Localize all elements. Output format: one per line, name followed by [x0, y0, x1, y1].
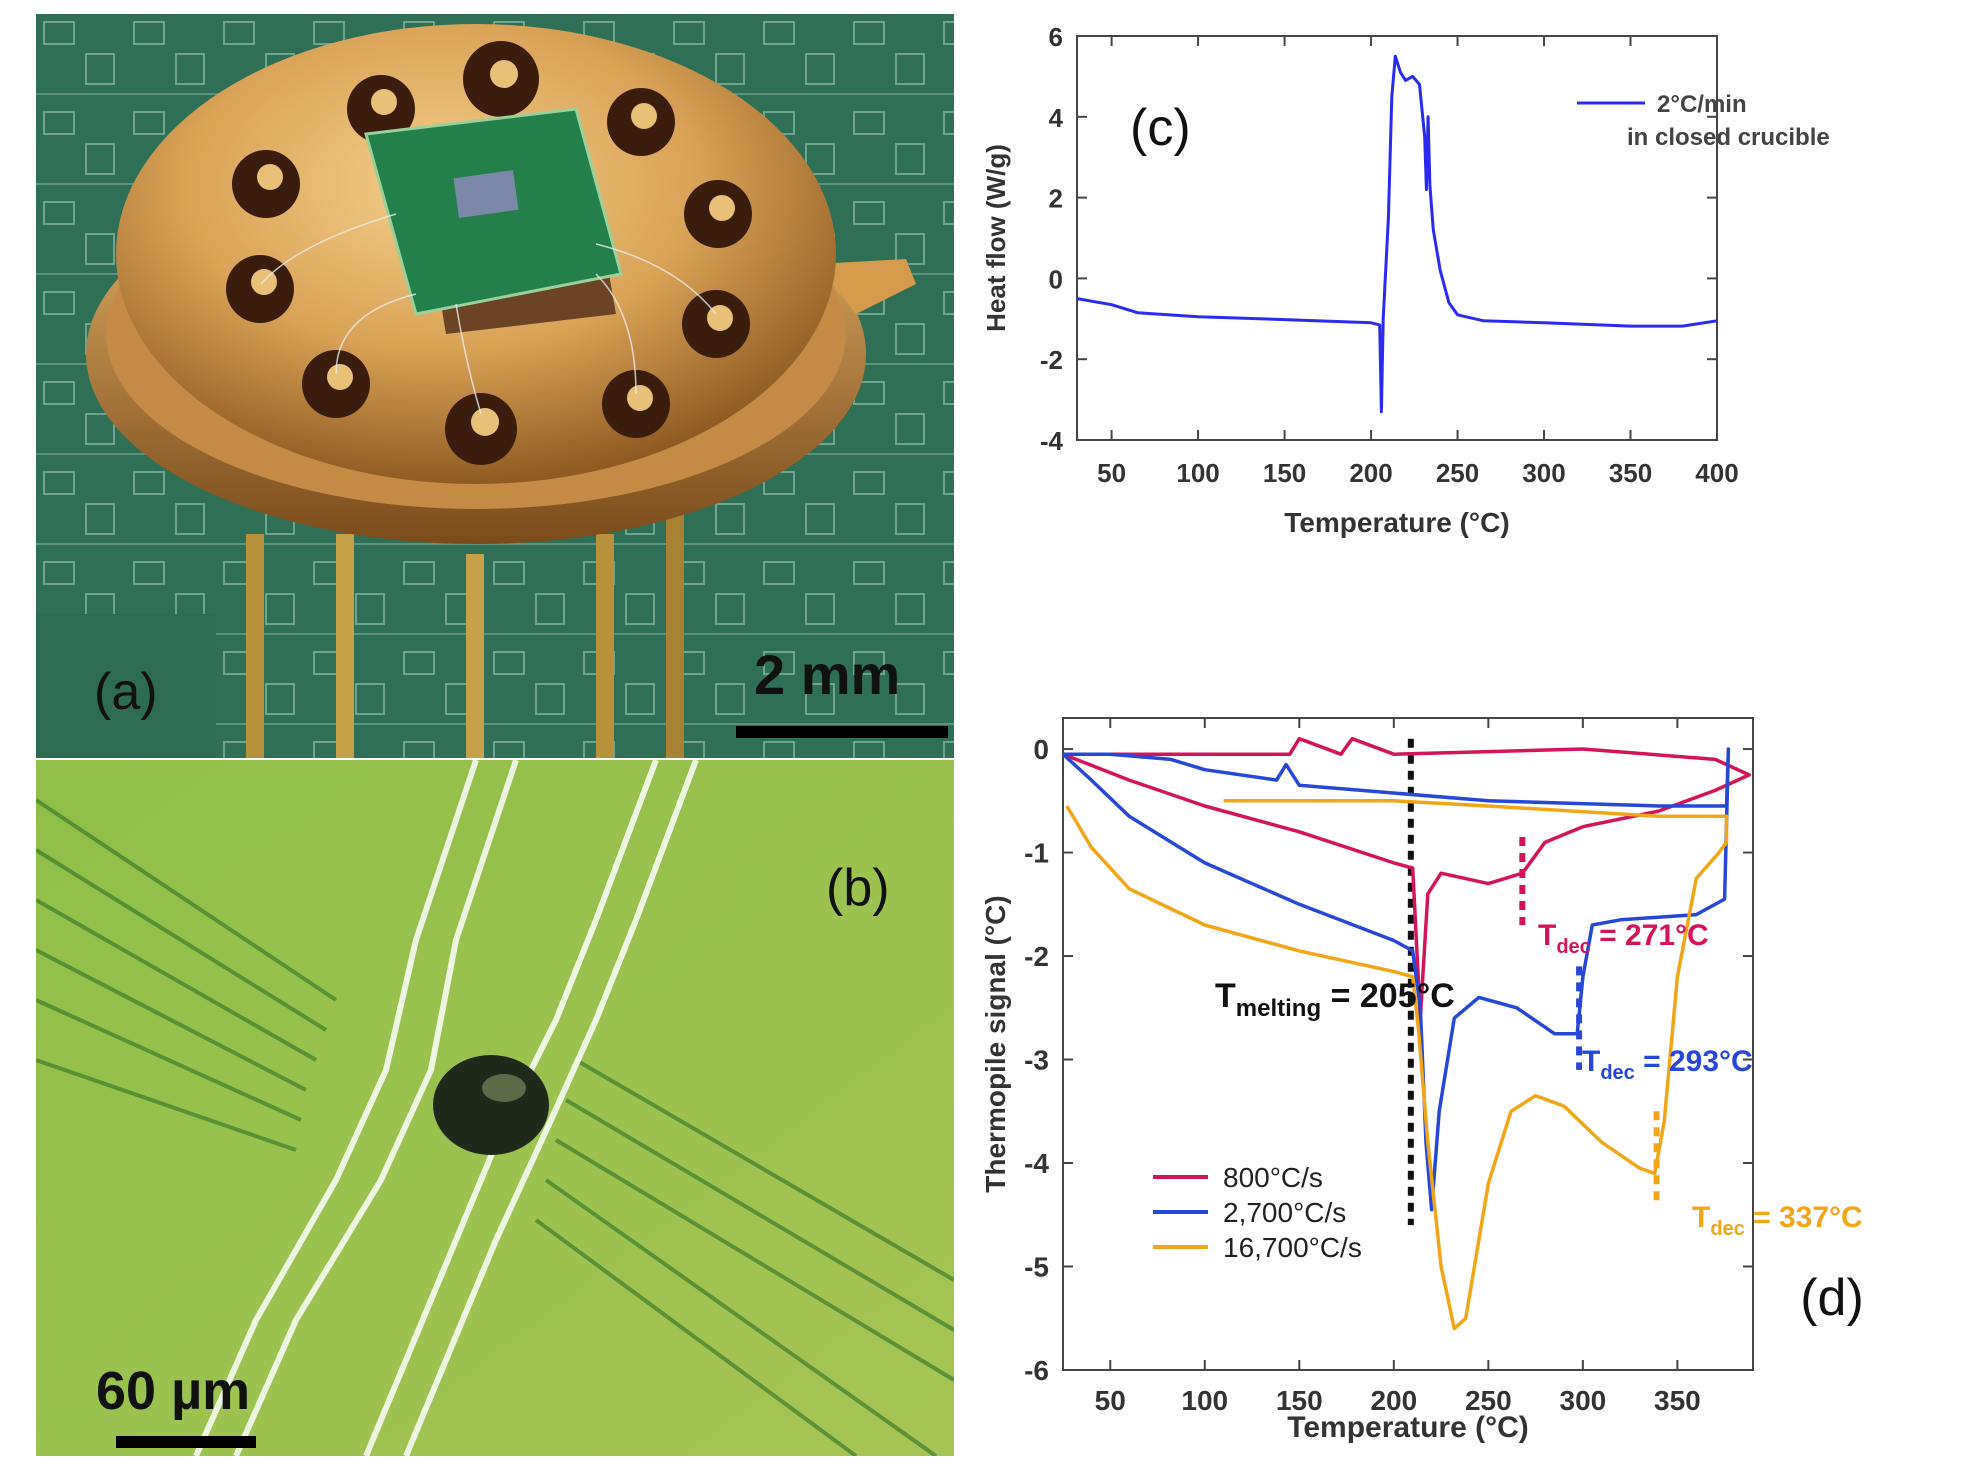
series-line-2 — [1065, 799, 1729, 1331]
y-tick-label: 4 — [1049, 103, 1064, 133]
panel-a-label: (a) — [94, 663, 158, 721]
legend-label-16700: 16,700°C/s — [1223, 1232, 1362, 1263]
chart-d: 50 100 150 200 250 300 350 0 -1 -2 -3 -4 -5 -6 Tmelti… — [960, 700, 1984, 1465]
legend-label-800: 800°C/s — [1223, 1162, 1323, 1193]
y-tick-label: 2 — [1049, 184, 1063, 214]
chart-c-xlabel: Temperature (°C) — [1284, 507, 1509, 538]
x-tick-label: 300 — [1522, 458, 1565, 488]
chart-c-series — [1076, 54, 1718, 414]
x-tick-label: 200 — [1370, 1385, 1417, 1416]
annotation-t-dec-337: Tdec = 337°C — [1692, 1201, 1863, 1240]
x-tick-label: 150 — [1263, 458, 1306, 488]
x-tick-label: 50 — [1095, 1385, 1126, 1416]
chart-d-panel-label: (d) — [1800, 1269, 1864, 1327]
y-tick-label: -3 — [1024, 1045, 1049, 1076]
scalebar-b — [116, 1436, 256, 1448]
chart-d-plot-frame — [1062, 717, 1754, 1371]
sensor-package-photo — [36, 14, 954, 758]
chart-d-ylabel: Thermopile signal (°C) — [980, 895, 1011, 1192]
annotation-t-dec-271: Tdec = 271°C — [1538, 919, 1709, 958]
x-tick-label: 250 — [1465, 1385, 1512, 1416]
photo-panel-b: (b) 60 µm — [36, 760, 954, 1456]
chart-d-series — [1061, 736, 1751, 1331]
annotation-t-dec-293: Tdec = 293°C — [1582, 1045, 1753, 1084]
chart-c-svg: 50 100 150 200 250 300 350 400 -4 -2 0 2 4 6 (c) 2°C/… — [981, 22, 1830, 538]
y-tick-label: -4 — [1040, 426, 1064, 456]
y-tick-label: -1 — [1024, 838, 1049, 869]
series-line-0 — [1076, 54, 1718, 414]
chart-c-ylabel: Heat flow (W/g) — [981, 144, 1011, 332]
panel-b-label: (b) — [826, 859, 890, 917]
x-tick-label: 50 — [1097, 458, 1126, 488]
photo-panel-a: (a) 2 mm — [36, 14, 954, 758]
x-tick-label: 350 — [1609, 458, 1652, 488]
y-tick-label: -2 — [1040, 345, 1063, 375]
chart-d-svg: 50 100 150 200 250 300 350 0 -1 -2 -3 -4 -5 -6 Tmelti… — [980, 717, 1864, 1444]
chart-c: 50 100 150 200 250 300 350 400 -4 -2 0 2 4 6 (c) 2°C/… — [960, 0, 1984, 560]
scalebar-a — [736, 726, 948, 738]
chart-c-legend-label: 2°C/min — [1657, 91, 1747, 118]
microscope-image — [36, 760, 954, 1456]
y-tick-label: -5 — [1024, 1252, 1049, 1283]
y-tick-label: 0 — [1049, 264, 1063, 294]
x-tick-label: 250 — [1436, 458, 1479, 488]
series-line-1 — [1061, 747, 1731, 1212]
y-tick-label: 6 — [1049, 22, 1063, 52]
scalebar-b-label: 60 µm — [96, 1361, 251, 1421]
x-tick-label: 150 — [1276, 1385, 1323, 1416]
x-tick-label: 350 — [1654, 1385, 1701, 1416]
series-line-0 — [1062, 736, 1751, 1020]
annotation-t-melting: Tmelting = 205°C — [1215, 977, 1455, 1022]
chart-c-panel-label: (c) — [1130, 99, 1191, 157]
y-tick-label: -2 — [1024, 941, 1049, 972]
chart-c-legend-label-2: in closed crucible — [1627, 124, 1830, 151]
chart-c-ticks: 50 100 150 200 250 300 350 400 -4 -2 0 2 4 6 — [1040, 22, 1739, 488]
y-tick-label: -4 — [1024, 1148, 1049, 1179]
scalebar-a-label: 2 mm — [754, 643, 901, 706]
y-tick-label: -6 — [1024, 1355, 1049, 1386]
x-tick-label: 400 — [1695, 458, 1738, 488]
legend-label-2700: 2,700°C/s — [1223, 1197, 1346, 1228]
y-tick-label: 0 — [1033, 734, 1049, 765]
chart-d-xlabel: Temperature (°C) — [1287, 1411, 1528, 1444]
x-tick-label: 100 — [1176, 458, 1219, 488]
x-tick-label: 100 — [1181, 1385, 1228, 1416]
chart-c-plot-frame — [1076, 35, 1718, 441]
chart-d-ticks: 50 100 150 200 250 300 350 0 -1 -2 -3 -4 -5 -6 — [1024, 718, 1753, 1416]
chart-d-legend: 800°C/s 2,700°C/s 16,700°C/s — [1153, 1162, 1362, 1263]
x-tick-label: 200 — [1349, 458, 1392, 488]
x-tick-label: 300 — [1560, 1385, 1607, 1416]
